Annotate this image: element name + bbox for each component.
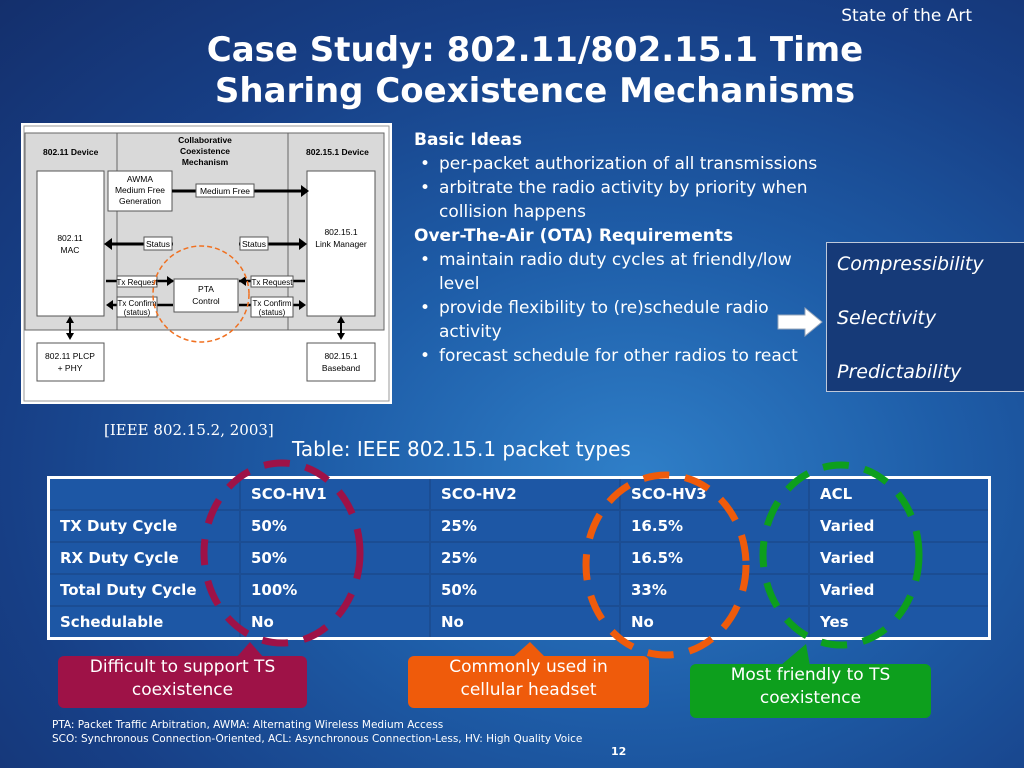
tx-confirm-left-status: (status) xyxy=(124,308,151,317)
hv1-callout-line-2: coexistence xyxy=(131,680,234,700)
plcp-line-2: + PHY xyxy=(58,363,83,373)
mac-line-1: 802.11 xyxy=(57,233,83,243)
bb-line-1: 802.15.1 xyxy=(324,351,357,361)
property-selectivity: Selectivity xyxy=(837,307,937,329)
table-cell: 100% xyxy=(239,573,431,607)
hv3-callout-line-1: Commonly used in xyxy=(449,657,608,677)
list-item: provide flexibility to (re)schedule radi… xyxy=(414,296,819,344)
acl-callout-line-1: Most friendly to TS xyxy=(730,665,891,685)
table-row: TX Duty Cycle 50% 25% 16.5% Varied xyxy=(47,509,991,543)
tx-confirm-right-status: (status) xyxy=(259,308,286,317)
bb-line-2: Baseband xyxy=(322,363,361,373)
section-tag: State of the Art xyxy=(841,6,972,26)
acl-callout-line-2: coexistence xyxy=(759,688,862,708)
header-cell: SCO-HV3 xyxy=(619,476,810,511)
label-collab-1: Collaborative xyxy=(178,135,232,145)
tx-request-left: Tx Request xyxy=(117,278,159,287)
property-predictability: Predictability xyxy=(837,361,962,383)
awma-line-1: AWMA xyxy=(127,174,153,184)
basic-ideas-list: per-packet authorization of all transmis… xyxy=(414,152,819,224)
table-cell: No xyxy=(239,605,431,640)
basic-ideas-heading: Basic Ideas xyxy=(414,130,522,150)
label-collab-3: Mechanism xyxy=(182,157,229,167)
table-cell: Varied xyxy=(808,509,991,543)
ideas-panel: Basic Ideas per-packet authorization of … xyxy=(414,128,819,368)
table-header-row: SCO-HV1 SCO-HV2 SCO-HV3 ACL xyxy=(47,476,991,511)
tx-confirm-left: Tx Confirm xyxy=(117,299,156,308)
ota-heading: Over-The-Air (OTA) Requirements xyxy=(414,226,734,246)
table-row: Total Duty Cycle 100% 50% 33% Varied xyxy=(47,573,991,607)
slide-title: Case Study: 802.11/802.15.1 Time Sharing… xyxy=(60,30,1010,112)
table-cell: 25% xyxy=(429,509,621,543)
table-cell: 25% xyxy=(429,541,621,575)
status-right: Status xyxy=(242,239,266,249)
header-cell: ACL xyxy=(808,476,991,511)
plcp-line-1: 802.11 PLCP xyxy=(45,351,95,361)
coexistence-architecture-diagram: 802.11 Device Collaborative Coexistence … xyxy=(21,123,392,404)
list-item: maintain radio duty cycles at friendly/l… xyxy=(414,248,819,296)
table-cell: 50% xyxy=(239,541,431,575)
ota-list: maintain radio duty cycles at friendly/l… xyxy=(414,248,819,368)
footnote-line-1: PTA: Packet Traffic Arbitration, AWMA: A… xyxy=(52,719,444,731)
table-row: RX Duty Cycle 50% 25% 16.5% Varied xyxy=(47,541,991,575)
acl-callout-pointer xyxy=(780,644,810,666)
list-item: forecast schedule for other radios to re… xyxy=(414,344,819,368)
label-802151-device: 802.15.1 Device xyxy=(306,147,369,157)
lm-line-2: Link Manager xyxy=(315,239,367,249)
awma-line-3: Generation xyxy=(119,196,161,206)
hv1-callout-line-1: Difficult to support TS xyxy=(89,657,276,677)
table-cell: No xyxy=(429,605,621,640)
table-cell: 50% xyxy=(239,509,431,543)
table-cell: 16.5% xyxy=(619,541,810,575)
row-label: RX Duty Cycle xyxy=(47,541,241,575)
row-label: TX Duty Cycle xyxy=(47,509,241,543)
row-label: Total Duty Cycle xyxy=(47,573,241,607)
status-left: Status xyxy=(146,239,170,249)
header-cell: SCO-HV1 xyxy=(239,476,431,511)
awma-line-2: Medium Free xyxy=(115,185,165,195)
row-label: Schedulable xyxy=(47,605,241,640)
properties-box: Compressibility Selectivity Predictabili… xyxy=(826,242,1024,392)
mac-line-2: MAC xyxy=(61,245,80,255)
tx-confirm-right: Tx Confirm xyxy=(252,299,291,308)
table-row: Schedulable No No No Yes xyxy=(47,605,991,640)
header-cell: SCO-HV2 xyxy=(429,476,621,511)
table-cell: Yes xyxy=(808,605,991,640)
header-cell xyxy=(47,476,241,511)
table-cell: Varied xyxy=(808,541,991,575)
hv1-callout: Difficult to support TS coexistence xyxy=(58,656,307,708)
footnote-line-2: SCO: Synchronous Connection-Oriented, AC… xyxy=(52,733,583,745)
table-cell: 16.5% xyxy=(619,509,810,543)
right-arrow-icon xyxy=(777,307,823,337)
table-cell: 50% xyxy=(429,573,621,607)
title-line-2: Sharing Coexistence Mechanisms xyxy=(214,71,856,111)
acl-callout: Most friendly to TS coexistence xyxy=(690,664,931,718)
tx-request-right: Tx Request xyxy=(252,278,294,287)
hv3-callout-line-2: cellular headset xyxy=(460,680,597,700)
medium-free-label: Medium Free xyxy=(200,186,250,196)
footnotes: PTA: Packet Traffic Arbitration, AWMA: A… xyxy=(52,718,582,746)
label-collab-2: Coexistence xyxy=(180,146,230,156)
hv3-callout: Commonly used in cellular headset xyxy=(408,656,649,708)
property-compressibility: Compressibility xyxy=(837,253,984,275)
pta-line-2: Control xyxy=(192,296,220,306)
table-caption: Table: IEEE 802.15.1 packet types xyxy=(292,437,631,461)
pta-line-1: PTA xyxy=(198,284,214,294)
title-line-1: Case Study: 802.11/802.15.1 Time xyxy=(206,30,864,70)
label-80211-device: 802.11 Device xyxy=(43,147,99,157)
packet-types-table: SCO-HV1 SCO-HV2 SCO-HV3 ACL TX Duty Cycl… xyxy=(47,476,991,640)
citation: [IEEE 802.15.2, 2003] xyxy=(104,421,274,439)
lm-line-1: 802.15.1 xyxy=(324,227,357,237)
table-cell: 33% xyxy=(619,573,810,607)
table-cell: Varied xyxy=(808,573,991,607)
page-number: 12 xyxy=(611,745,627,758)
list-item: arbitrate the radio activity by priority… xyxy=(414,176,819,224)
table-cell: No xyxy=(619,605,810,640)
list-item: per-packet authorization of all transmis… xyxy=(414,152,819,176)
